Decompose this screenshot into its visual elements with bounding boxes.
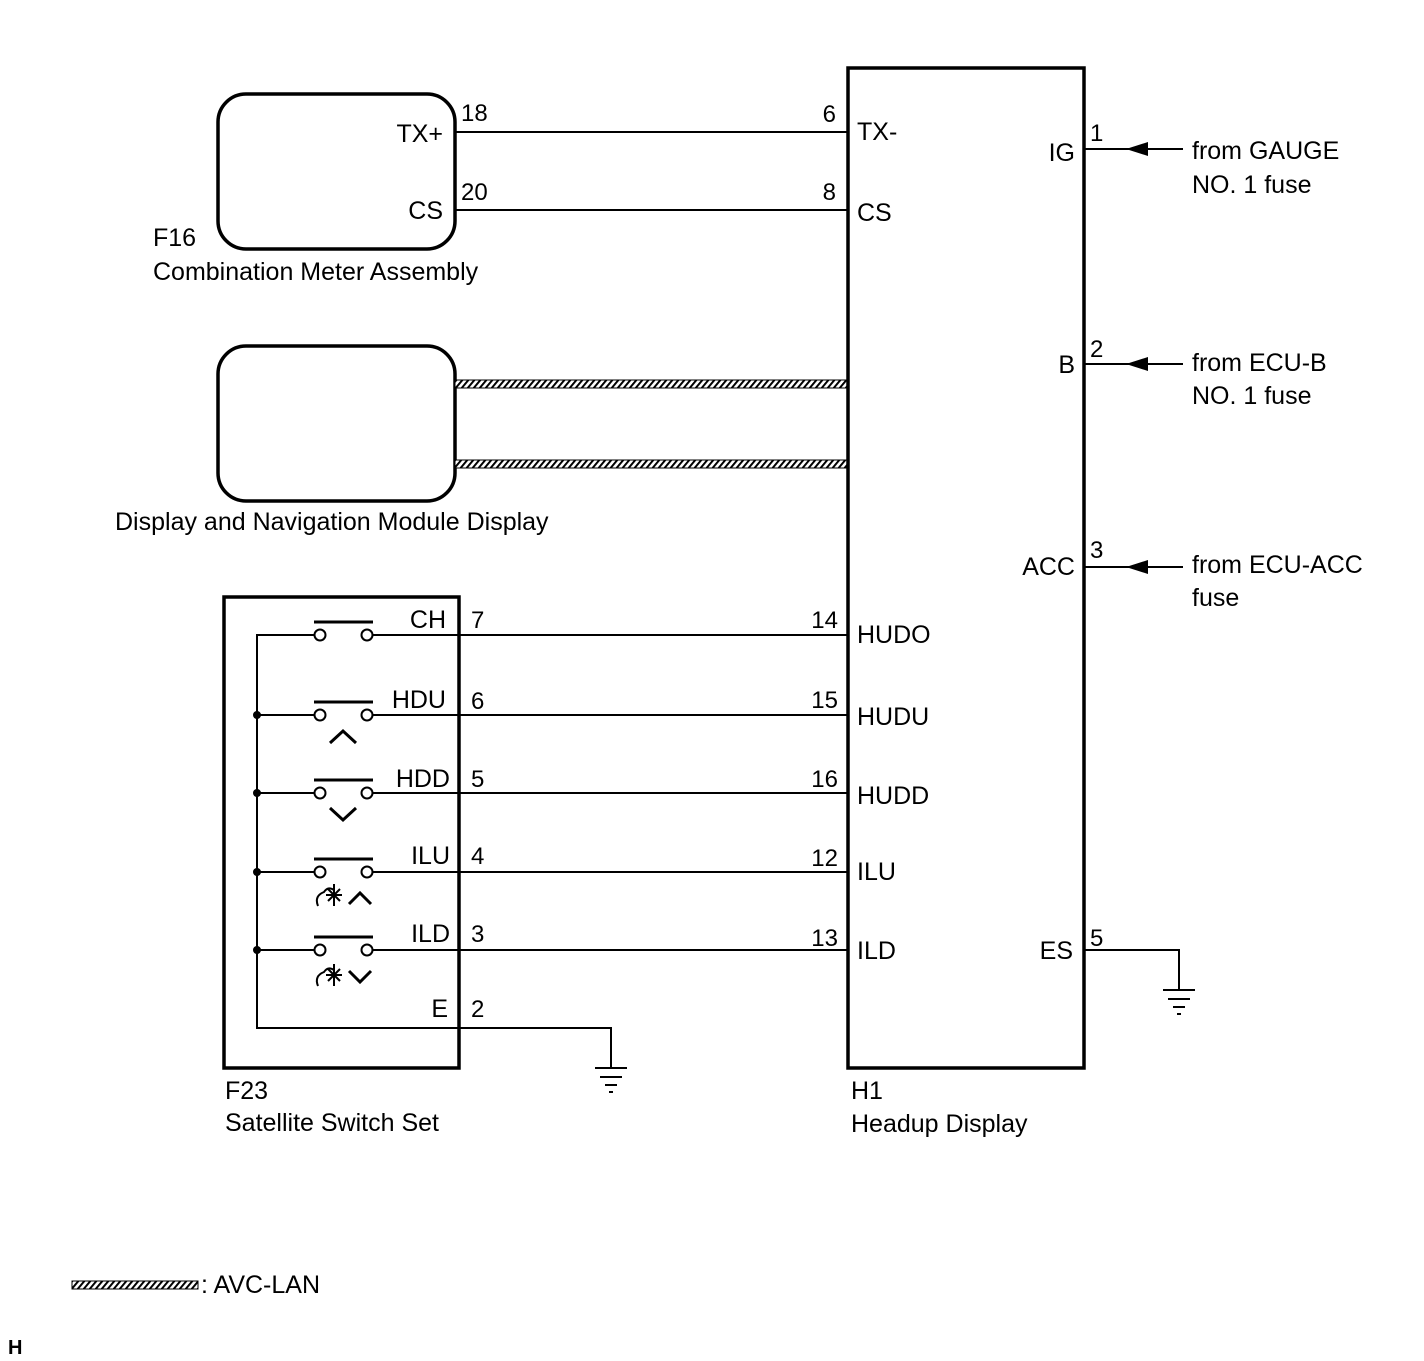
power-source-ecuacc-line2: fuse — [1192, 584, 1239, 612]
combination-meter-pin-number-18: 18 — [461, 100, 488, 127]
headup-display-name: Headup Display — [851, 1110, 1028, 1138]
hud-pin-number-2: 2 — [1090, 336, 1103, 363]
wire-switch-ground — [459, 1027, 612, 1068]
power-source-ecub-line2: NO. 1 fuse — [1192, 382, 1312, 410]
switch-pin-number-3: 3 — [471, 921, 484, 948]
combination-meter-name: Combination Meter Assembly — [153, 258, 479, 286]
hud-pin-label-ig: IG — [1049, 139, 1075, 167]
avc-lan-bus-lower — [454, 459, 849, 469]
switch-contact — [313, 865, 327, 879]
switch-label-ild: ILD — [411, 920, 450, 948]
hud-pin-number-1: 1 — [1090, 120, 1103, 147]
hud-pin-label-txminus: TX- — [857, 118, 897, 146]
arrow-left-icon — [1126, 142, 1148, 156]
power-source-gauge-line2: NO. 1 fuse — [1192, 171, 1312, 199]
legend-avc-lan-label: : AVC-LAN — [201, 1271, 320, 1299]
hud-pin-label-hudd: HUDD — [857, 782, 929, 810]
hud-pin-number-13: 13 — [811, 925, 838, 952]
combination-meter: TX+ 18 CS 20 F16 Combination Meter Assem… — [153, 92, 488, 286]
hud-pin-number-16: 16 — [811, 766, 838, 793]
hud-pin-number-12: 12 — [811, 845, 838, 872]
power-source-ecuacc-line1: from ECU-ACC — [1192, 551, 1363, 579]
hud-pin-label-hudu: HUDU — [857, 703, 929, 731]
illumination-icon — [315, 964, 342, 987]
legend: : AVC-LAN — [71, 1271, 320, 1299]
headup-display-code: H1 — [851, 1077, 883, 1105]
hud-pin-label-cs: CS — [857, 199, 892, 227]
switch-label-ch: CH — [410, 606, 446, 634]
ground-symbol-icon — [595, 1067, 627, 1093]
switch-hdd: HDD — [257, 765, 459, 823]
caret-up-icon — [328, 728, 358, 745]
hud-pin-number-3: 3 — [1090, 537, 1103, 564]
combination-meter-box — [216, 92, 457, 251]
satellite-switch-box — [222, 595, 461, 1070]
satellite-switch-code: F23 — [225, 1077, 268, 1105]
switch-contact — [360, 865, 374, 879]
switch-pin-number-2: 2 — [471, 996, 484, 1023]
wire-hud-ground — [1084, 949, 1180, 990]
hud-pin-label-ilu: ILU — [857, 858, 896, 886]
caret-up-icon — [347, 890, 373, 906]
navigation-module: Display and Navigation Module Display — [115, 344, 549, 536]
switch-contact — [360, 628, 374, 642]
switch-contact — [360, 708, 374, 722]
hud-pin-label-hudo: HUDO — [857, 621, 931, 649]
power-source-gauge-line1: from GAUGE — [1192, 137, 1339, 165]
hud-pin-number-5: 5 — [1090, 925, 1103, 952]
hud-pin-label-es: ES — [1040, 937, 1073, 965]
switch-contact — [313, 628, 327, 642]
combination-meter-code: F16 — [153, 224, 196, 252]
satellite-switch-name: Satellite Switch Set — [225, 1109, 439, 1137]
navigation-module-box — [216, 344, 457, 503]
combination-meter-pin-number-20: 20 — [461, 179, 488, 206]
hud-pin-label-acc: ACC — [1022, 553, 1075, 581]
hud-pin-number-8: 8 — [823, 179, 836, 206]
switch-contact — [313, 943, 327, 957]
switch-pin-number-7: 7 — [471, 607, 484, 634]
corner-mark: H — [8, 1337, 22, 1359]
switch-ilu: ILU — [257, 842, 459, 907]
switch-pin-number-5: 5 — [471, 766, 484, 793]
combination-meter-pin-label-txplus: TX+ — [396, 120, 443, 148]
illumination-icon — [315, 884, 342, 907]
combination-meter-pin-label-cs: CS — [408, 197, 443, 225]
switch-ground-label-e: E — [431, 995, 448, 1023]
switch-label-ilu: ILU — [411, 842, 450, 870]
caret-down-icon — [347, 969, 373, 985]
hud-pin-label-ild: ILD — [857, 937, 896, 965]
power-input-ig — [1084, 142, 1183, 156]
switch-contact — [360, 943, 374, 957]
switch-pin-number-4: 4 — [471, 843, 484, 870]
switch-contact — [313, 708, 327, 722]
switch-ild: ILD — [257, 920, 459, 987]
power-input-acc — [1084, 560, 1183, 574]
switch-label-hdd: HDD — [396, 765, 450, 793]
power-source-ecub-line1: from ECU-B — [1192, 349, 1327, 377]
avc-lan-bus-upper — [454, 379, 849, 389]
arrow-left-icon — [1126, 357, 1148, 371]
power-input-b — [1084, 357, 1183, 371]
hud-pin-number-14: 14 — [811, 607, 838, 634]
legend-avc-lan-swatch — [71, 1280, 199, 1290]
hud-pin-number-15: 15 — [811, 687, 838, 714]
headup-display: 6 TX- 8 CS 14 HUDO 15 HUDU 16 HUDD 12 IL… — [811, 66, 1103, 1138]
ground-symbol-icon — [1163, 989, 1195, 1015]
navigation-module-name: Display and Navigation Module Display — [115, 508, 549, 536]
arrow-left-icon — [1126, 560, 1148, 574]
switch-contact — [313, 786, 327, 800]
switch-pin-number-6: 6 — [471, 688, 484, 715]
caret-down-icon — [328, 806, 358, 823]
switch-ch: CH — [257, 606, 459, 642]
hud-pin-label-b: B — [1058, 351, 1075, 379]
hud-pin-number-6: 6 — [823, 101, 836, 128]
satellite-switch-set: CH HDU HDD — [222, 595, 461, 1137]
switch-label-hdu: HDU — [392, 686, 446, 714]
switch-hdu: HDU — [257, 686, 459, 745]
switch-contact — [360, 786, 374, 800]
